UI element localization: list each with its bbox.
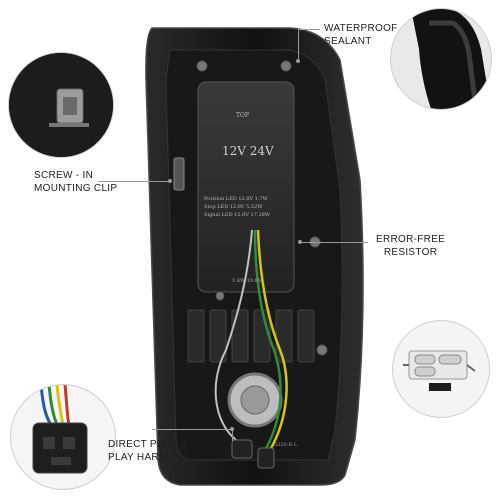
mounting-clip-inset (8, 52, 114, 158)
resistor-label-line2: RESISTOR (383, 247, 438, 258)
mounting-clip-detail (9, 53, 113, 157)
waterproof-sealant-inset (390, 8, 492, 110)
resistor-inset (392, 320, 490, 418)
sealant-edge-detail (411, 9, 491, 109)
harness-inset (10, 384, 116, 490)
tail-light-housing (145, 27, 364, 486)
housing-spec-2: Stop LED 12.8V 5.52W (204, 204, 263, 210)
waterproof-sealant-label-line2: SEALANT (324, 36, 372, 47)
housing-part-code: 5320-B-L (274, 442, 298, 448)
tail-light-product-image: TOP 12V 24V Position LED 12.8V 1.7W Stop… (140, 20, 370, 490)
housing-voltage-mark: 12V 24V (222, 144, 274, 158)
harness-label-line2: PLAY HARNESS (108, 452, 188, 463)
harness-connector-detail (32, 385, 88, 474)
screw-clip-label-line1: SCREW - IN (34, 170, 94, 181)
waterproof-sealant-label-line1: WATERPROOF (324, 23, 398, 34)
housing-top-mark: TOP (236, 112, 249, 119)
housing-spec-3: Signal LED 12.8V 17.28W (204, 212, 270, 218)
housing-bottom-mark: 1.8W 10.8V (232, 278, 262, 284)
resistor-detail (403, 350, 476, 391)
screw-clip-label-line2: MOUNTING CLIP (34, 183, 118, 194)
harness-label-line1: DIRECT PLUG & (108, 439, 189, 450)
housing-spec-1: Position LED 12.8V 1.7W (204, 196, 268, 202)
resistor-label-line1: ERROR-FREE (376, 234, 446, 245)
